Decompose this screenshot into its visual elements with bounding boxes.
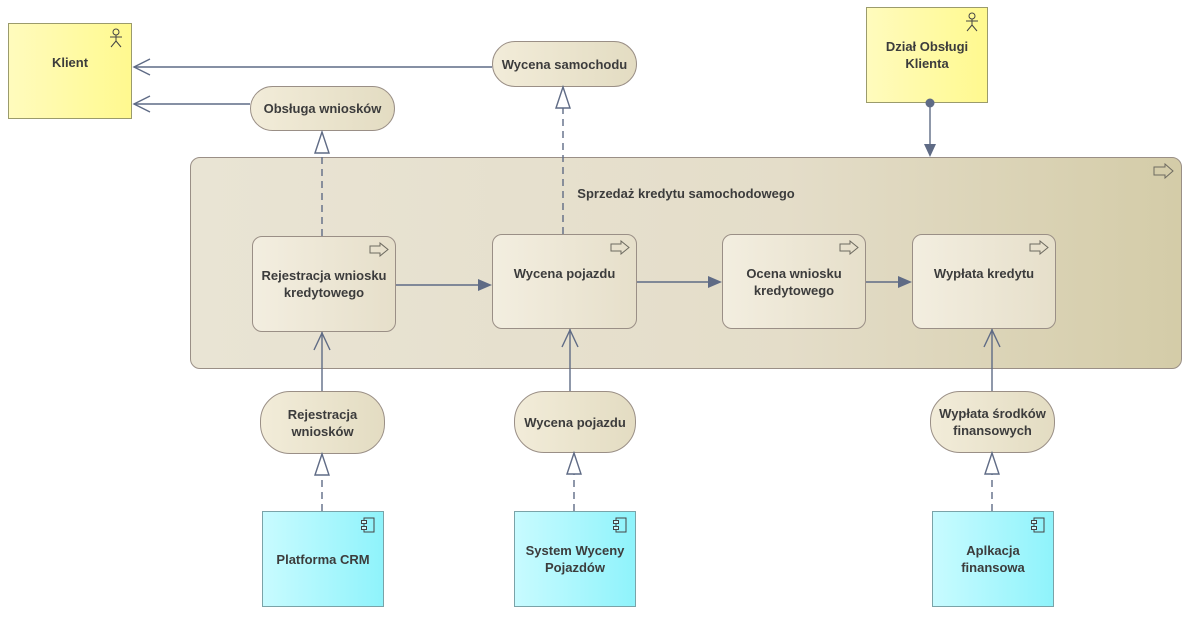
actor-label: Dział Obsługi Klienta <box>885 39 969 71</box>
process-step-ocena[interactable]: Ocena wniosku kredytowego <box>722 234 866 329</box>
process-step-wyplata[interactable]: Wypłata kredytu <box>912 234 1056 329</box>
process-step-rejestracja[interactable]: Rejestracja wniosku kredytowego <box>252 236 396 332</box>
actor-icon <box>966 12 978 32</box>
process-step-label: Wycena pojazdu <box>513 266 616 281</box>
actor-icon <box>110 28 122 48</box>
component-aplikacja-finansowa[interactable]: Aplkacja finansowa <box>932 511 1054 607</box>
process-step-wycena[interactable]: Wycena pojazdu <box>492 234 637 329</box>
component-icon <box>361 517 375 533</box>
service-obsluga-wnioskow[interactable]: Obsługa wniosków <box>250 86 395 131</box>
process-arrow-icon <box>369 242 389 257</box>
hollow-triangle <box>984 450 1000 475</box>
process-title: Sprzedaż kredytu samochodowego <box>577 186 795 201</box>
component-icon <box>1031 517 1045 533</box>
component-label: Platforma CRM <box>276 551 370 567</box>
filled-arrowhead <box>924 144 936 157</box>
service-rejestracja-wnioskow[interactable]: Rejestracja wniosków <box>260 391 385 454</box>
service-label: Wypłata środków finansowych <box>939 406 1046 438</box>
process-arrow-icon <box>839 240 859 255</box>
service-wycena-pojazdu[interactable]: Wycena pojazdu <box>514 391 636 453</box>
service-wyplata-srodkow[interactable]: Wypłata środków finansowych <box>930 391 1055 453</box>
process-arrow-icon <box>610 240 630 255</box>
process-step-label: Ocena wniosku kredytowego <box>746 266 842 298</box>
actor-label: Klient <box>51 55 89 70</box>
open-arrowhead <box>132 95 151 113</box>
actor-klient[interactable]: Klient <box>8 23 132 119</box>
process-step-label: Rejestracja wniosku kredytowego <box>261 268 387 300</box>
component-icon <box>613 517 627 533</box>
service-label: Obsługa wniosków <box>263 101 382 116</box>
actor-dzial-obslugi-klienta[interactable]: Dział Obsługi Klienta <box>866 7 988 103</box>
hollow-triangle <box>314 451 330 476</box>
service-label: Wycena samochodu <box>501 56 628 72</box>
hollow-triangle <box>555 84 571 109</box>
hollow-triangle <box>566 450 582 475</box>
service-wycena-samochodu[interactable]: Wycena samochodu <box>492 41 637 87</box>
service-label: Rejestracja wniosków <box>287 406 358 439</box>
component-label: Aplkacja finansowa <box>961 543 1025 575</box>
process-arrow-icon <box>1029 240 1049 255</box>
open-arrowhead <box>132 58 151 76</box>
process-arrow-icon <box>1153 163 1174 179</box>
component-platforma-crm[interactable]: Platforma CRM <box>262 511 384 607</box>
component-system-wyceny[interactable]: System Wyceny Pojazdów <box>514 511 636 607</box>
service-label: Wycena pojazdu <box>524 414 626 430</box>
component-label: System Wyceny Pojazdów <box>525 543 625 575</box>
hollow-triangle <box>314 129 330 154</box>
process-step-label: Wypłata kredytu <box>933 266 1035 281</box>
